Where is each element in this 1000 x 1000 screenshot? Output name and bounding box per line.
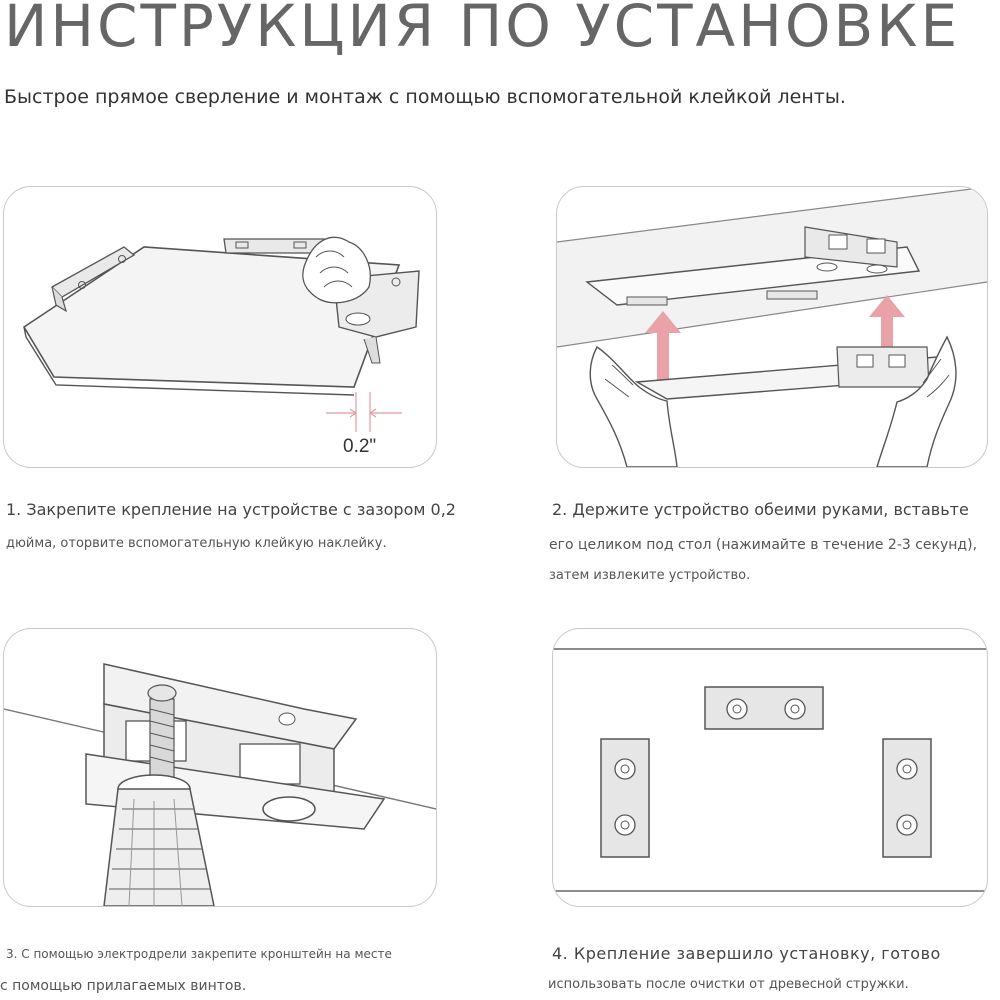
bracket-on-device-icon [22, 236, 420, 432]
step-2-caption-line-3: затем извлеките устройство. [549, 568, 751, 583]
step-2-illustration [556, 186, 988, 468]
step-3-caption-line-2: с помощью прилагаемых винтов. [0, 978, 247, 994]
step-2-caption-line-2: его целиком под стол (нажимайте в течени… [549, 537, 978, 553]
step-4-caption-line-2: использовать после очистки от древесной … [548, 977, 909, 992]
step-4-caption-line-1: 4. Крепление завершило установку, готово [552, 944, 941, 963]
installed-brackets-icon [553, 648, 987, 892]
step-1-illustration [3, 186, 437, 468]
step-1-caption-line-2: дюйма, оторвите вспомогательную клейкую … [6, 536, 387, 551]
hands-lifting-device-icon [557, 187, 987, 467]
drill-screwing-bracket-icon [4, 663, 436, 906]
step-2-caption-line-1: 2. Держите устройство обеими руками, вст… [552, 500, 969, 519]
page-title: ИНСТРУКЦИЯ ПО УСТАНОВКЕ [4, 0, 961, 60]
step-4-illustration [552, 628, 988, 907]
step-3-caption-line-1: 3. С помощью электродрели закрепите крон… [6, 947, 392, 961]
gap-measurement-label: 0.2" [343, 436, 377, 457]
step-1-caption-line-1: 1. Закрепите крепление на устройстве с з… [6, 500, 456, 519]
page-subtitle: Быстрое прямое сверление и монтаж с помо… [4, 86, 846, 108]
step-3-illustration [3, 628, 437, 907]
